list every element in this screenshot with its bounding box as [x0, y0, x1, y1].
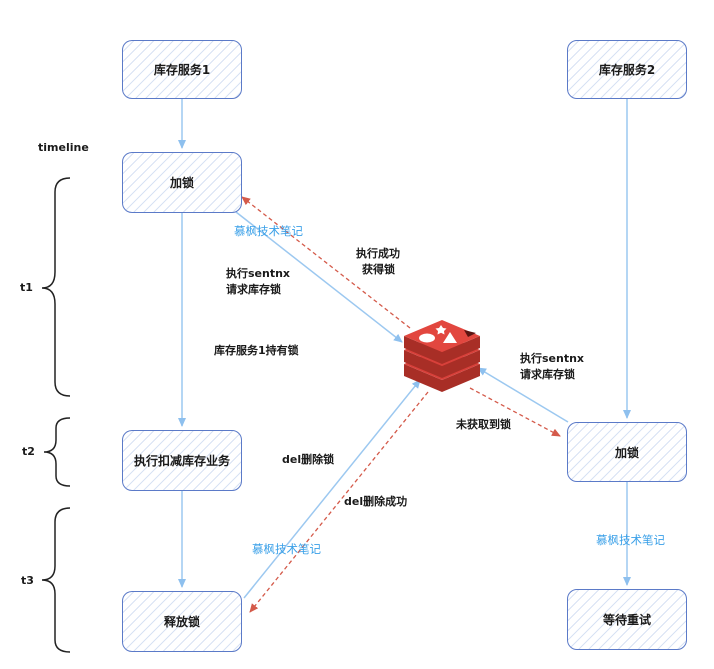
not-acquired-label: 未获取到锁 [456, 418, 511, 431]
arrow-setnx-request-2 [477, 367, 569, 423]
watermark-3: 慕枫技术笔记 [596, 533, 665, 547]
timeline-label: timeline [38, 141, 89, 154]
holds-lock-label: 库存服务1持有锁 [214, 344, 299, 357]
brace-t3 [41, 507, 71, 653]
inventory-service-2-label: 库存服务2 [598, 63, 656, 77]
request-lock-label-2: 请求库存锁 [520, 368, 575, 381]
setnx-label-2: 执行sentnx [520, 352, 585, 365]
lock-node-1: 加锁 [122, 152, 242, 213]
watermark-2: 慕枫技术笔记 [252, 542, 321, 556]
release-lock-label: 释放锁 [163, 615, 200, 629]
arrow-not-acquired [469, 387, 561, 437]
lock-node-2-label: 加锁 [614, 445, 639, 460]
t2-label: t2 [22, 445, 35, 458]
got-lock-label: 获得锁 [362, 263, 395, 276]
brace-t1 [41, 177, 71, 397]
arrow-del-lock [243, 379, 421, 599]
wait-retry-node: 等待重试 [567, 589, 687, 650]
deduct-inventory-node: 执行扣减库存业务 [122, 430, 242, 491]
inventory-service-1-label: 库存服务1 [153, 63, 211, 77]
release-lock-node: 释放锁 [122, 591, 242, 652]
setnx-label-1: 执行sentnx [226, 267, 291, 280]
lock-node-1-label: 加锁 [169, 176, 194, 190]
arrow-exec-success [241, 196, 411, 329]
deduct-inventory-label: 执行扣减库存业务 [133, 454, 230, 468]
t1-label: t1 [20, 281, 33, 294]
del-lock-label: del删除锁 [282, 453, 335, 466]
arrow-setnx-request-1 [235, 211, 403, 343]
inventory-service-2-node: 库存服务2 [567, 40, 687, 99]
exec-success-label: 执行成功 [356, 247, 400, 260]
request-lock-label-1: 请求库存锁 [226, 283, 281, 296]
brace-t2 [43, 417, 71, 487]
wait-retry-label: 等待重试 [602, 613, 651, 627]
inventory-service-1-node: 库存服务1 [122, 40, 242, 99]
lock-node-2: 加锁 [567, 422, 687, 482]
del-success-label: del删除成功 [344, 495, 408, 508]
arrow-del-success [249, 391, 429, 613]
redis-icon [404, 320, 480, 392]
t3-label: t3 [21, 574, 34, 587]
watermark-1: 慕枫技术笔记 [234, 224, 303, 238]
